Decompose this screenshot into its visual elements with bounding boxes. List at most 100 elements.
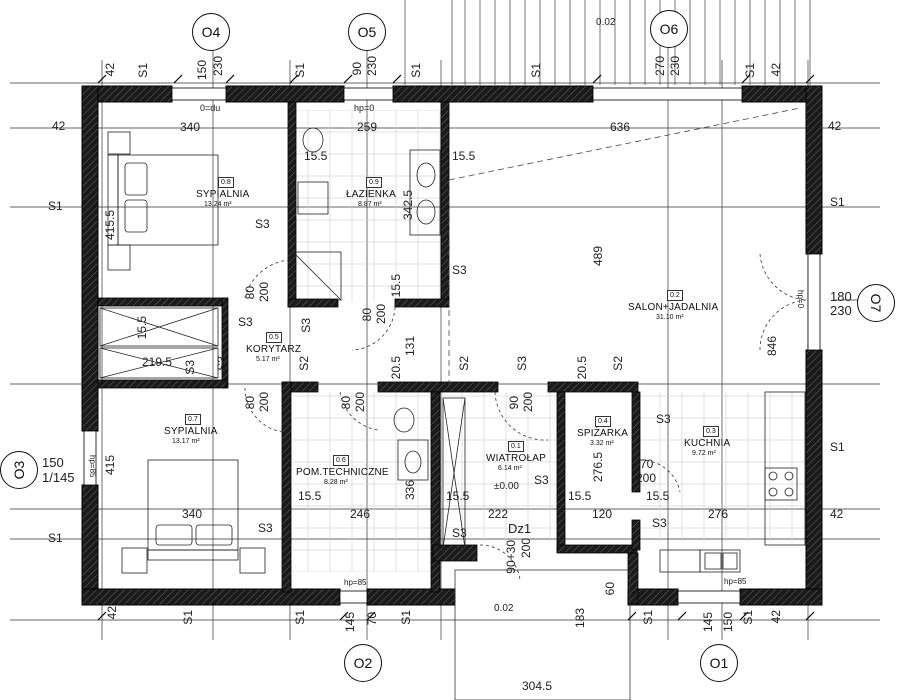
room-area: 9.72 m²: [692, 450, 716, 457]
axis-o7: O7: [857, 284, 895, 322]
room-number: 0.4: [595, 416, 611, 427]
tag-label: S1: [48, 531, 63, 545]
tag-label: S1: [48, 199, 63, 213]
tag-label: S1: [293, 610, 307, 625]
room-number: 0.2: [667, 290, 683, 301]
dim-label: 636: [610, 120, 631, 134]
tag-label: S3: [515, 356, 529, 371]
dim-label: 15.5: [298, 489, 322, 503]
dim-label: 90: [350, 62, 364, 76]
dim-label: 489: [591, 246, 605, 267]
tag-label: S1: [830, 440, 845, 454]
dim-label: 15.5: [646, 489, 670, 503]
tag-label: S3: [238, 315, 253, 329]
room-number: 0.6: [333, 455, 349, 466]
room-area: 6.14 m²: [498, 465, 522, 472]
dim-label: 200: [521, 392, 535, 413]
inner-walls: [97, 101, 641, 604]
room-name: KORYTARZ: [246, 344, 302, 355]
tag-label: S1: [293, 63, 307, 78]
dim-label: 246: [350, 507, 371, 521]
dim-label: 200: [257, 282, 271, 303]
dim-label: 150: [721, 612, 735, 633]
dim-label: 15.5: [304, 149, 328, 163]
bed-bottom: [121, 459, 266, 574]
dim-label: 42: [769, 63, 783, 77]
door-tag: Dz1: [508, 521, 532, 536]
dim-label: 15.5: [446, 489, 470, 503]
dim-label: 340: [180, 120, 201, 134]
tag-label: S3: [299, 318, 313, 333]
dim-label: hp=85: [344, 578, 367, 587]
dim-label: 336: [403, 480, 417, 501]
room-number: 0.5: [266, 332, 282, 343]
dim-label: 270: [653, 56, 667, 77]
room-area: 13.17 m²: [172, 438, 200, 445]
tag-label: S1: [529, 63, 543, 78]
room-name: SYPIALNIA: [196, 189, 250, 200]
dim-label: 90: [507, 396, 521, 410]
dim-label: 15.5: [135, 316, 149, 340]
dim-label: 0=du: [200, 103, 221, 113]
tag-label: S3: [452, 526, 467, 540]
room-area: 5.17 m²: [256, 356, 280, 363]
dim-label: 70: [640, 457, 654, 471]
room-number: 0.8: [218, 177, 234, 188]
dim-label: 145: [343, 612, 357, 633]
dim-label: 70: [365, 612, 379, 626]
dim-label: 80: [339, 396, 353, 410]
dim-label: 222: [488, 507, 509, 521]
dim-label: 80: [243, 396, 257, 410]
dim-label: 342.5: [401, 190, 415, 221]
dim-label: 90+30: [504, 540, 518, 574]
axis-o5: O5: [348, 13, 386, 51]
tag-label: S2: [611, 356, 625, 371]
dim-label: 80: [360, 308, 374, 322]
dim-label: 230: [211, 56, 225, 77]
room-name: WIATROŁAP: [486, 453, 546, 464]
dim-label: 200: [636, 471, 657, 485]
dim-label: 340: [182, 507, 203, 521]
dim-label: 42: [105, 606, 119, 620]
windows: [83, 87, 821, 604]
tag-label: S3: [452, 263, 467, 277]
dim-label: 42: [830, 507, 844, 521]
room-area: 13.24 m²: [204, 201, 232, 208]
room-name: KUCHNIA: [684, 438, 731, 449]
dim-label: 415: [103, 455, 117, 476]
tag-label: S3: [183, 360, 197, 375]
dim-label: 20.5: [575, 356, 589, 380]
dim-label: 150: [42, 455, 64, 470]
tag-label: S3: [652, 516, 667, 530]
room-name: SALON+JADALNIA: [628, 302, 719, 313]
dim-label: 846: [765, 336, 779, 357]
dim-label: 42: [103, 63, 117, 77]
room-number: 0.3: [703, 426, 719, 437]
dim-label: 15.5: [452, 149, 476, 163]
room-number: 0.9: [366, 177, 382, 188]
bed-top: [107, 131, 219, 271]
tag-label: S1: [741, 610, 755, 625]
dim-label: 42: [52, 119, 66, 133]
dim-label: 200: [353, 392, 367, 413]
dim-label: ±0.00: [494, 481, 519, 492]
dim-label: 200: [257, 392, 271, 413]
axis-o3: O3: [0, 451, 38, 489]
dim-label: 20.5: [389, 356, 403, 380]
dim-label: 60: [603, 582, 617, 596]
roof-stripes: [404, 0, 811, 85]
room-area: 31.10 m²: [656, 314, 684, 321]
tag-label: S2: [457, 356, 471, 371]
dim-label: hp=0: [796, 290, 805, 309]
dim-label: 276: [708, 507, 729, 521]
dim-label: hp=0: [354, 103, 375, 113]
dim-label: 276.5: [591, 452, 605, 483]
room-area: 8.28 m²: [324, 479, 348, 486]
dim-label: 230: [668, 56, 682, 77]
room-area: 8.87 m²: [358, 201, 382, 208]
dim-label: 259: [357, 120, 378, 134]
dim-label: 304.5: [522, 679, 553, 693]
dim-label: 200: [519, 538, 533, 559]
room-number: 0.1: [508, 441, 524, 452]
tag-label: S1: [136, 63, 150, 78]
